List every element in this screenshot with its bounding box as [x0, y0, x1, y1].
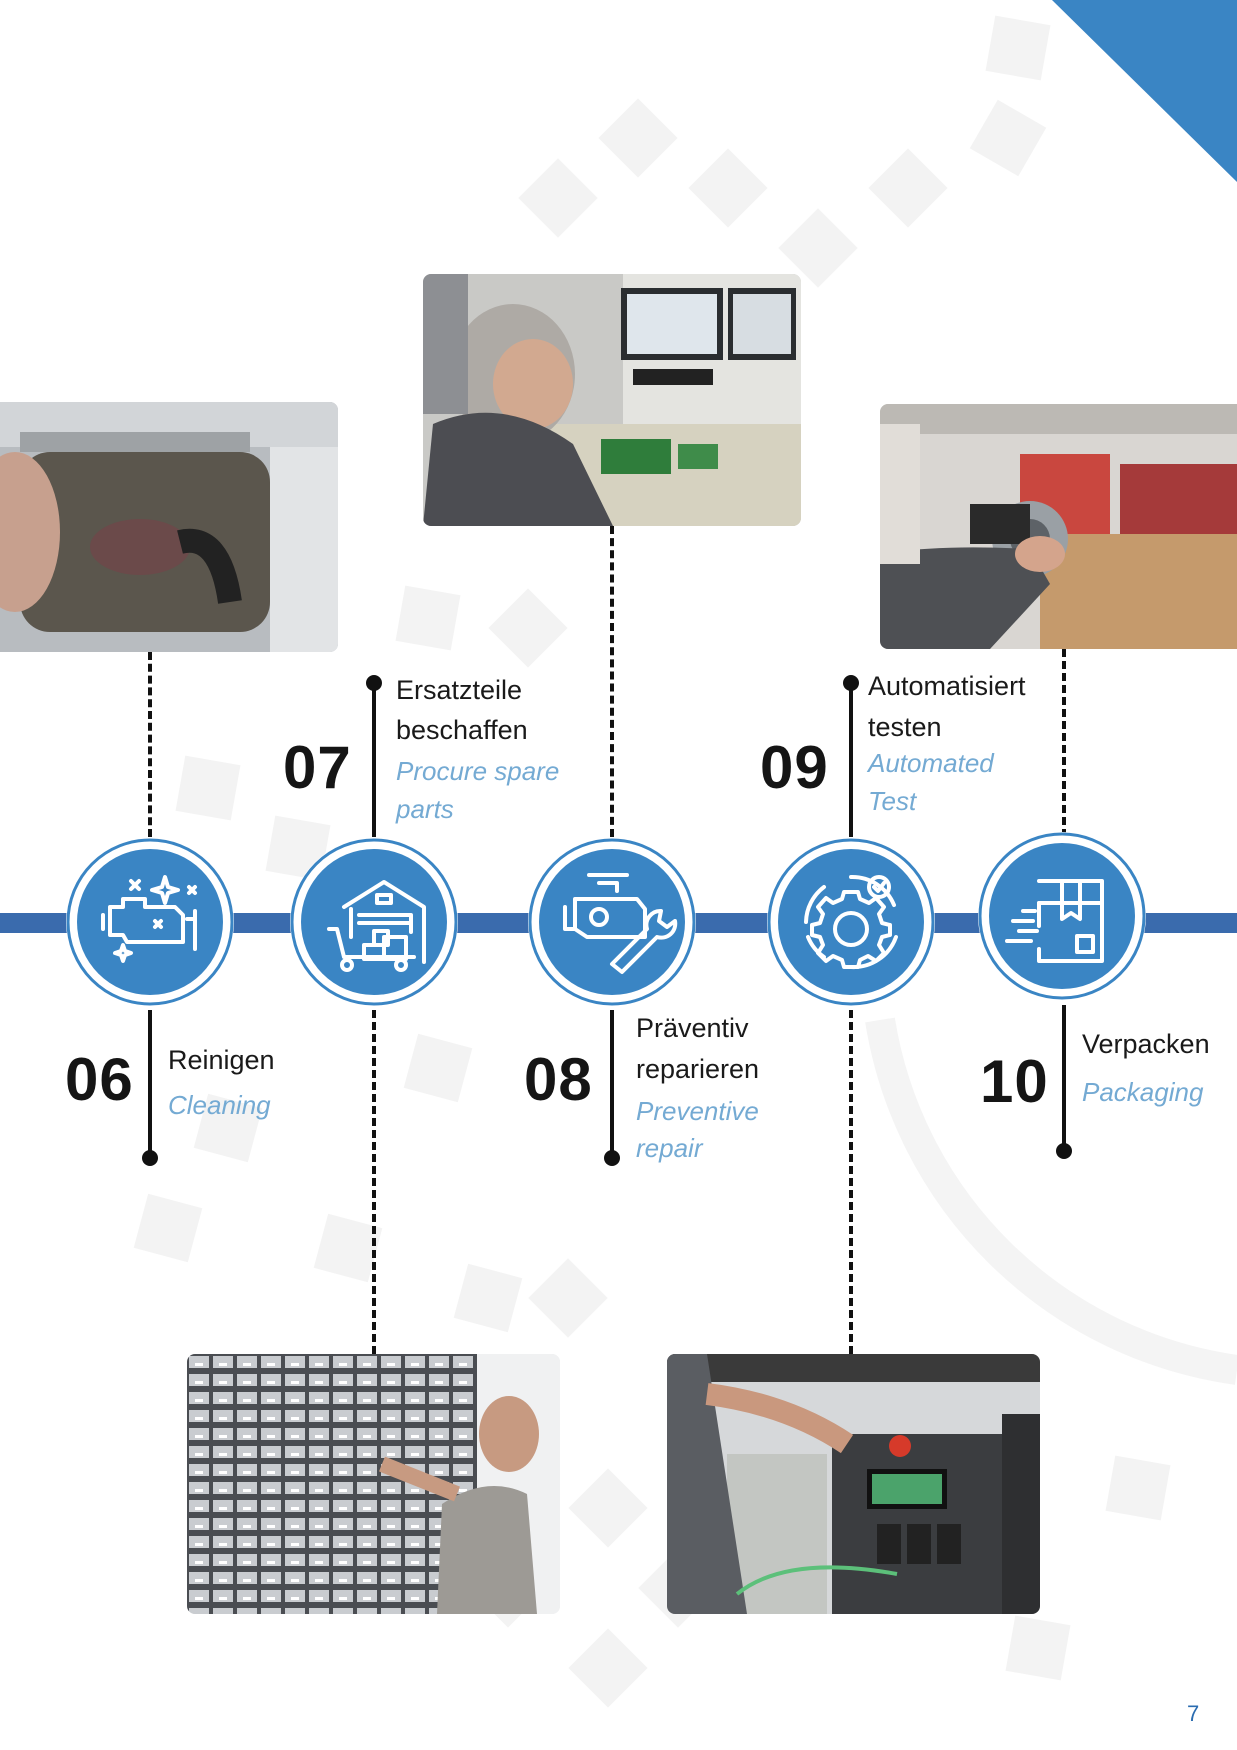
connector-10-label — [1062, 1005, 1066, 1153]
photo-spare-parts-procurement — [423, 274, 801, 526]
step-10-number: 10 — [980, 1048, 1049, 1115]
step-07-label-en-line2: parts — [396, 794, 454, 824]
step-10-label-de: Verpacken — [1082, 1029, 1210, 1059]
engine-wrench-icon — [563, 873, 678, 974]
engine-cleaning-icon — [101, 875, 197, 963]
photo-spare-parts-storage — [187, 1354, 560, 1614]
step-06-circle — [65, 837, 235, 1007]
step-08-label-en-line2: repair — [636, 1133, 703, 1163]
connector-10-photo — [1062, 649, 1066, 837]
connector-06-photo — [148, 652, 152, 837]
step-07-number: 07 — [283, 734, 352, 801]
connector-09-label — [849, 682, 853, 837]
step-09-number: 09 — [760, 734, 829, 801]
step-07-label-de-line1: Ersatzteile — [396, 675, 523, 705]
step-06-number: 06 — [65, 1046, 134, 1113]
connector-06-dot — [142, 1150, 158, 1166]
connector-09-dot — [843, 675, 859, 691]
step-07-circle — [289, 837, 459, 1007]
photo-automated-test — [880, 404, 1237, 649]
connector-08-label — [610, 1010, 614, 1158]
connector-10-dot — [1056, 1143, 1072, 1159]
connector-07-dot — [366, 675, 382, 691]
step-08-circle — [527, 837, 697, 1007]
connector-06-label — [148, 1010, 152, 1158]
package-icon — [1005, 879, 1104, 963]
step-07-label-de-line2: beschaffen — [396, 715, 528, 745]
step-09-label-de-line2: testen — [868, 712, 942, 742]
step-06-label-de: Reinigen — [168, 1045, 275, 1075]
step-09-label-de-line1: Automatisiert — [868, 671, 1026, 701]
step-10-label-en: Packaging — [1082, 1077, 1204, 1107]
gear-check-icon — [804, 874, 898, 970]
step-06-label-en: Cleaning — [168, 1090, 271, 1120]
step-08-label-en-line1: Preventive — [636, 1096, 759, 1126]
connector-07-photo — [372, 1010, 376, 1354]
step-07-label-en-line1: Procure spare — [396, 756, 560, 786]
connector-08-dot — [604, 1150, 620, 1166]
page-number: 7 — [1187, 1701, 1200, 1726]
step-08-number: 08 — [524, 1046, 593, 1113]
connector-07-label — [372, 682, 376, 837]
step-08-label-de-line1: Präventiv — [636, 1013, 749, 1043]
photo-preventive-repair — [667, 1354, 1040, 1614]
step-09-label-en-line2: Test — [868, 786, 917, 816]
step-09-label-en-line1: Automated — [868, 748, 994, 778]
connector-09-photo — [849, 1010, 853, 1354]
step-09-circle — [766, 837, 936, 1007]
step-08-label-de-line2: reparieren — [636, 1054, 760, 1084]
connector-08-photo — [610, 526, 614, 837]
warehouse-icon — [327, 880, 426, 972]
photo-cleaning — [0, 402, 338, 652]
step-10-circle — [977, 831, 1147, 1001]
